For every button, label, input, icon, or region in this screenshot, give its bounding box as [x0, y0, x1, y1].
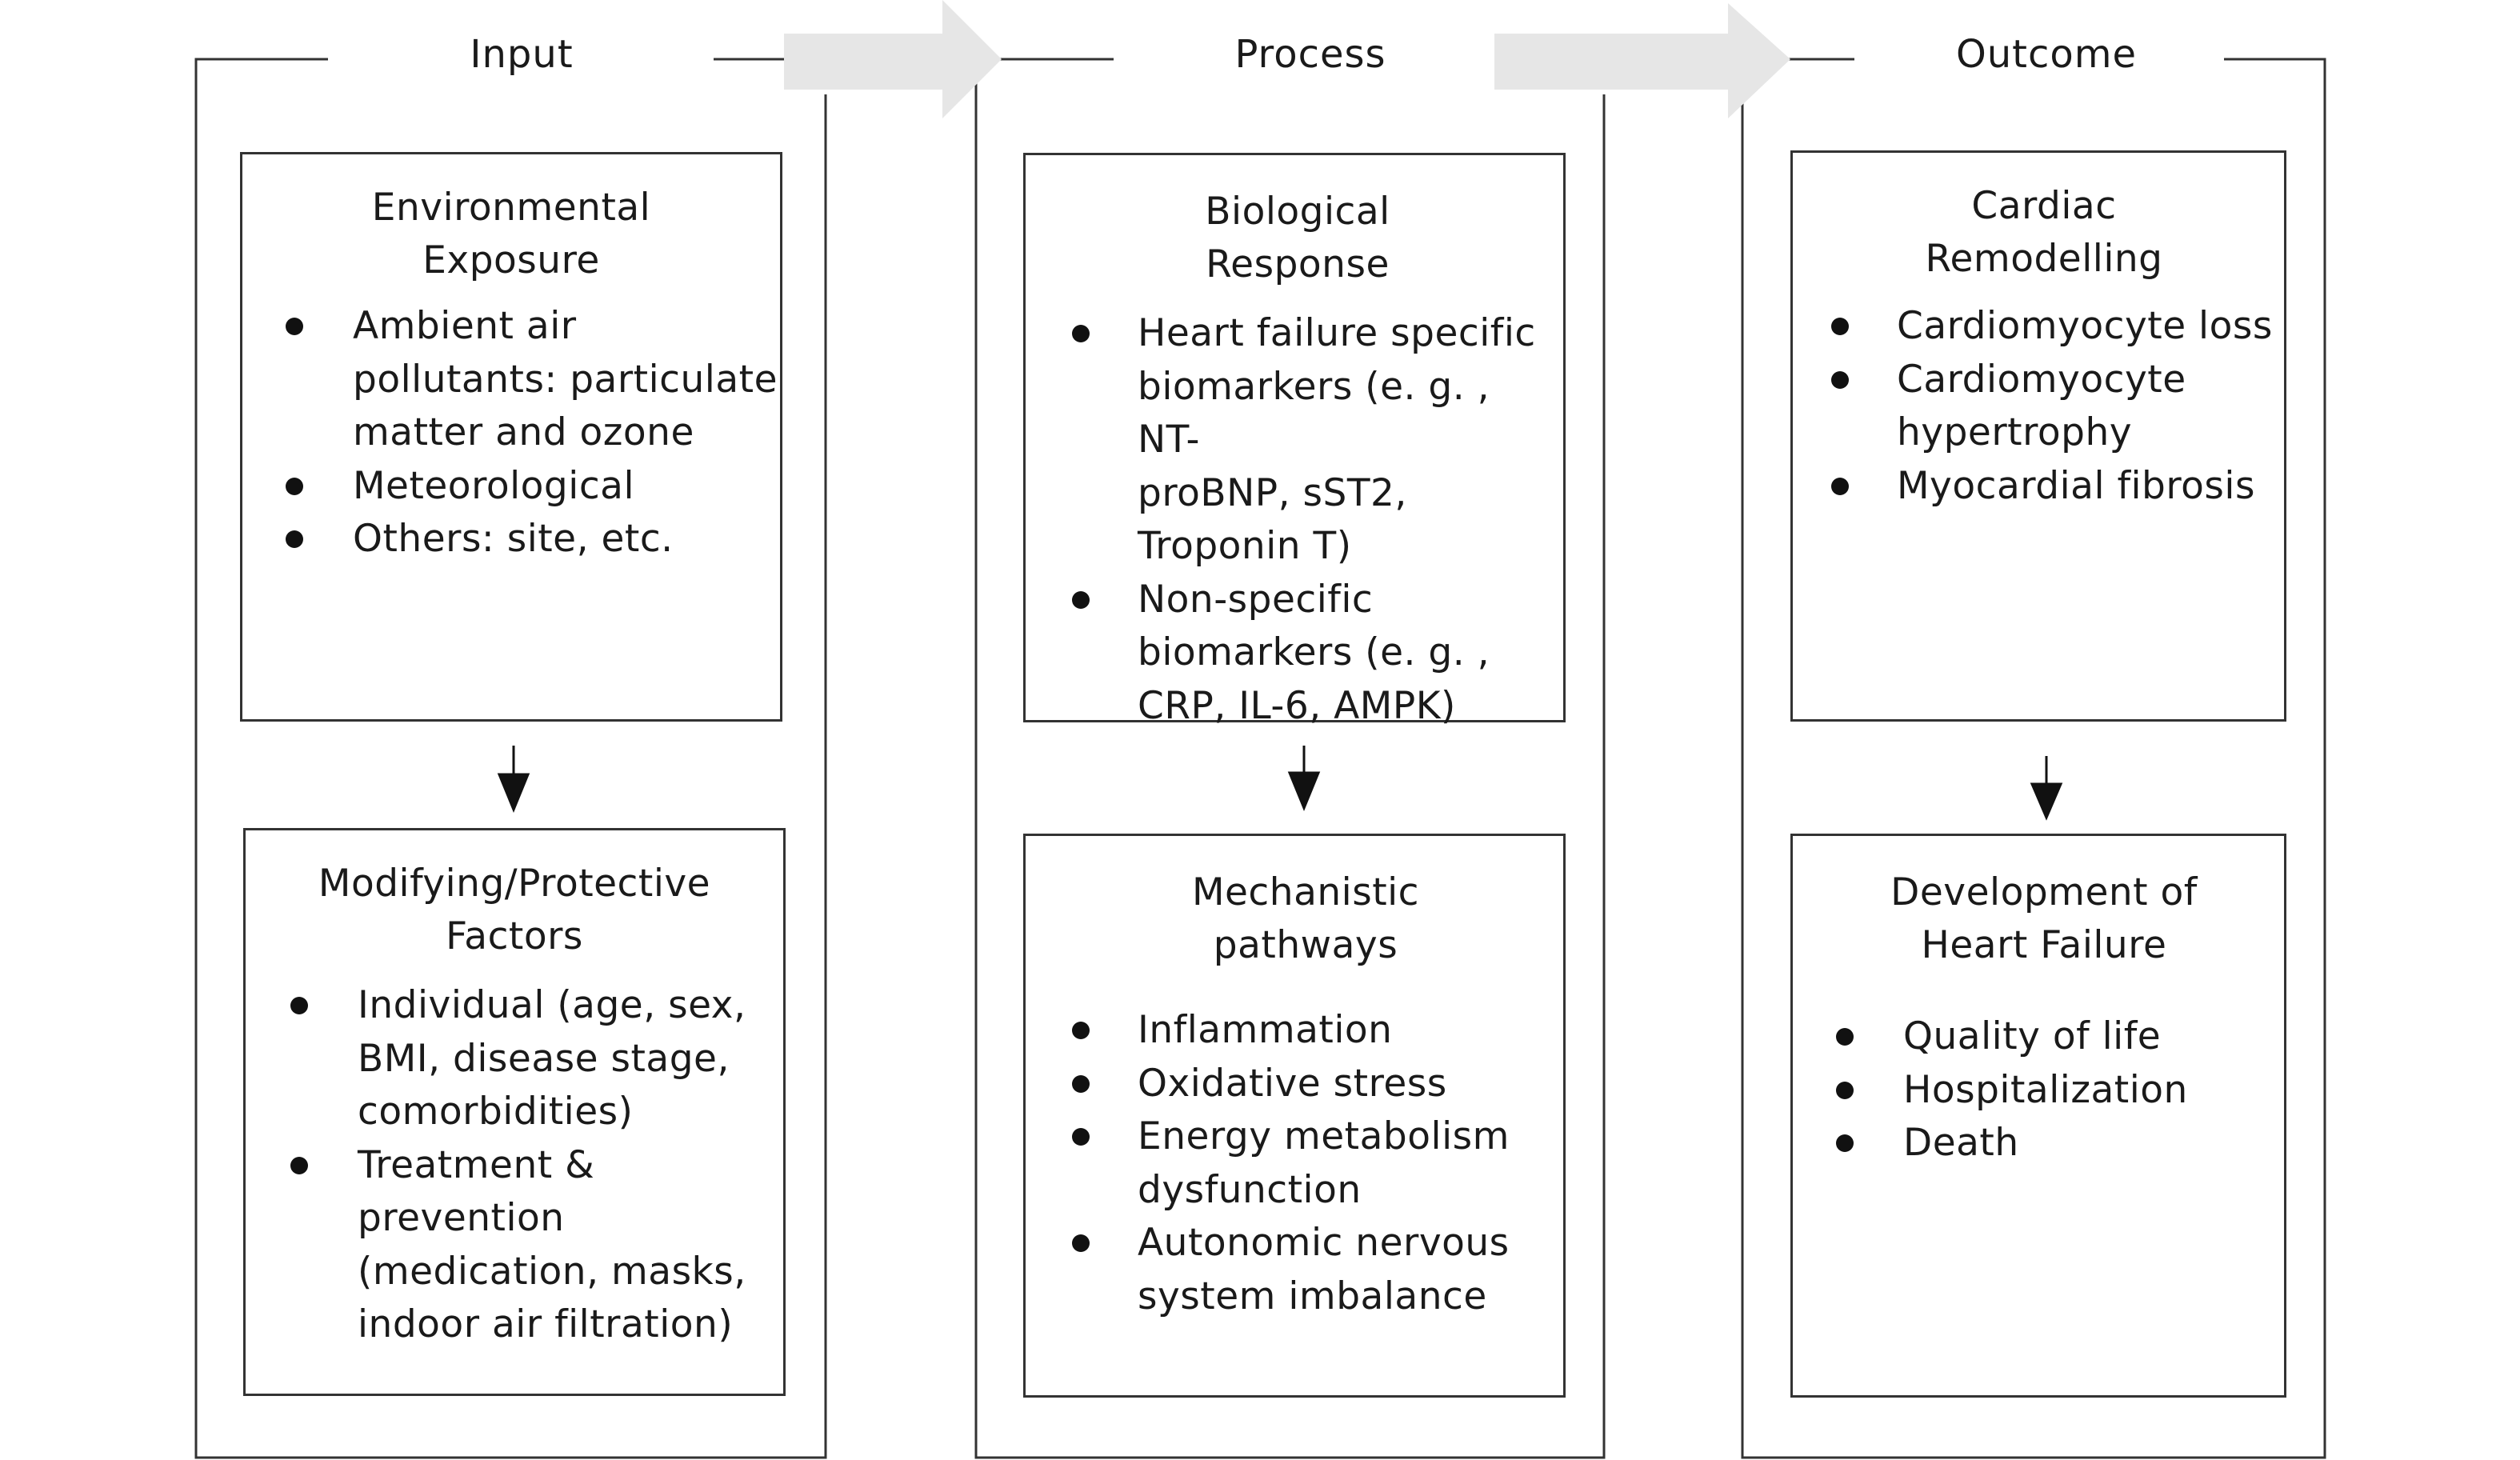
list-item: Heart failure specific biomarkers (e. g.…: [1072, 307, 1563, 574]
process-down-arrow: [1287, 771, 1321, 811]
bullet-icon: [1072, 590, 1090, 609]
list-item: Quality of life: [1836, 1010, 2284, 1064]
bullet-icon: [290, 997, 308, 1014]
bullet-icon: [1072, 1022, 1090, 1039]
bullet-icon: [290, 1156, 308, 1174]
list-item: Cardiomyocyte hypertrophy: [1831, 354, 2284, 460]
heart-failure-list: Quality of life Hospitalization Death: [1793, 1010, 2284, 1170]
bullet-icon: [286, 318, 303, 335]
list-item: Non-specific biomarkers (e. g. , CRP, IL…: [1072, 574, 1563, 734]
process-to-outcome-arrow: [1494, 3, 1790, 118]
bullet-icon: [1072, 1074, 1090, 1093]
cardiac-remodelling-title: Cardiac Remodelling: [1925, 184, 2163, 281]
modifying-factors-box: Modifying/Protective Factors Individual …: [243, 828, 786, 1396]
bullet-icon: [1836, 1028, 1854, 1046]
mechanistic-pathways-box: Mechanistic pathways Inflammation Oxidat…: [1023, 834, 1566, 1398]
bullet-icon: [1831, 370, 1849, 389]
bullet-icon: [1072, 325, 1090, 342]
input-column-frame: [194, 58, 827, 1459]
bullet-icon: [1836, 1134, 1854, 1152]
list-item: Meteorological: [286, 460, 780, 514]
list-item: Others: site, etc.: [286, 513, 780, 566]
environmental-exposure-title: Environmental Exposure: [371, 186, 651, 282]
list-item: Energy metabolism dysfunction: [1072, 1110, 1563, 1217]
list-item: Inflammation: [1072, 1004, 1563, 1058]
biological-response-box: Biological Response Heart failure specif…: [1023, 153, 1566, 728]
bullet-icon: [1831, 318, 1849, 335]
list-item: Autonomic nervous system imbalance: [1072, 1217, 1563, 1323]
list-item: Ambient air pollutants: particulate matt…: [286, 300, 780, 460]
cardiac-remodelling-box: Cardiac Remodelling Cardiomyocyte loss C…: [1790, 150, 2286, 722]
mechanistic-pathways-list: Inflammation Oxidative stress Energy met…: [1026, 1004, 1563, 1323]
outcome-down-arrow: [2030, 782, 2063, 821]
mechanistic-pathways-title: Mechanistic pathways: [1191, 870, 1420, 967]
list-item: Death: [1836, 1117, 2284, 1170]
list-item: Myocardial fibrosis: [1831, 460, 2284, 514]
bullet-icon: [1831, 477, 1849, 495]
list-item: Oxidative stress: [1072, 1058, 1563, 1111]
bullet-icon: [1072, 1128, 1090, 1146]
list-item: Treatment & prevention (medication, mask…: [290, 1139, 783, 1352]
outcome-column-title: Outcome: [1955, 32, 2138, 77]
heart-failure-box: Development of Heart Failure Quality of …: [1790, 834, 2286, 1398]
environmental-exposure-list: Ambient air pollutants: particulate matt…: [242, 300, 780, 566]
heart-failure-title: Development of Heart Failure: [1890, 870, 2198, 967]
process-column-frame: [974, 58, 1606, 1459]
list-item: Hospitalization: [1836, 1064, 2284, 1118]
environmental-exposure-box: Environmental Exposure Ambient air pollu…: [240, 152, 782, 722]
bullet-icon: [286, 530, 303, 548]
input-to-process-arrow: [784, 0, 1002, 118]
modifying-factors-list: Individual (age, sex, BMI, disease stage…: [246, 979, 783, 1352]
input-down-arrow: [497, 773, 530, 813]
bullet-icon: [1072, 1234, 1090, 1252]
bullet-icon: [1836, 1081, 1854, 1099]
bullet-icon: [286, 477, 303, 495]
cardiac-remodelling-list: Cardiomyocyte loss Cardiomyocyte hypertr…: [1793, 300, 2284, 513]
list-item: Individual (age, sex, BMI, disease stage…: [290, 979, 783, 1139]
list-item: Cardiomyocyte loss: [1831, 300, 2284, 354]
input-column-title: Input: [470, 32, 574, 77]
process-column-title: Process: [1234, 32, 1386, 77]
biological-response-title: Biological Response: [1205, 190, 1390, 286]
modifying-factors-title: Modifying/Protective Factors: [318, 862, 711, 958]
biological-response-list: Heart failure specific biomarkers (e. g.…: [1026, 307, 1563, 733]
